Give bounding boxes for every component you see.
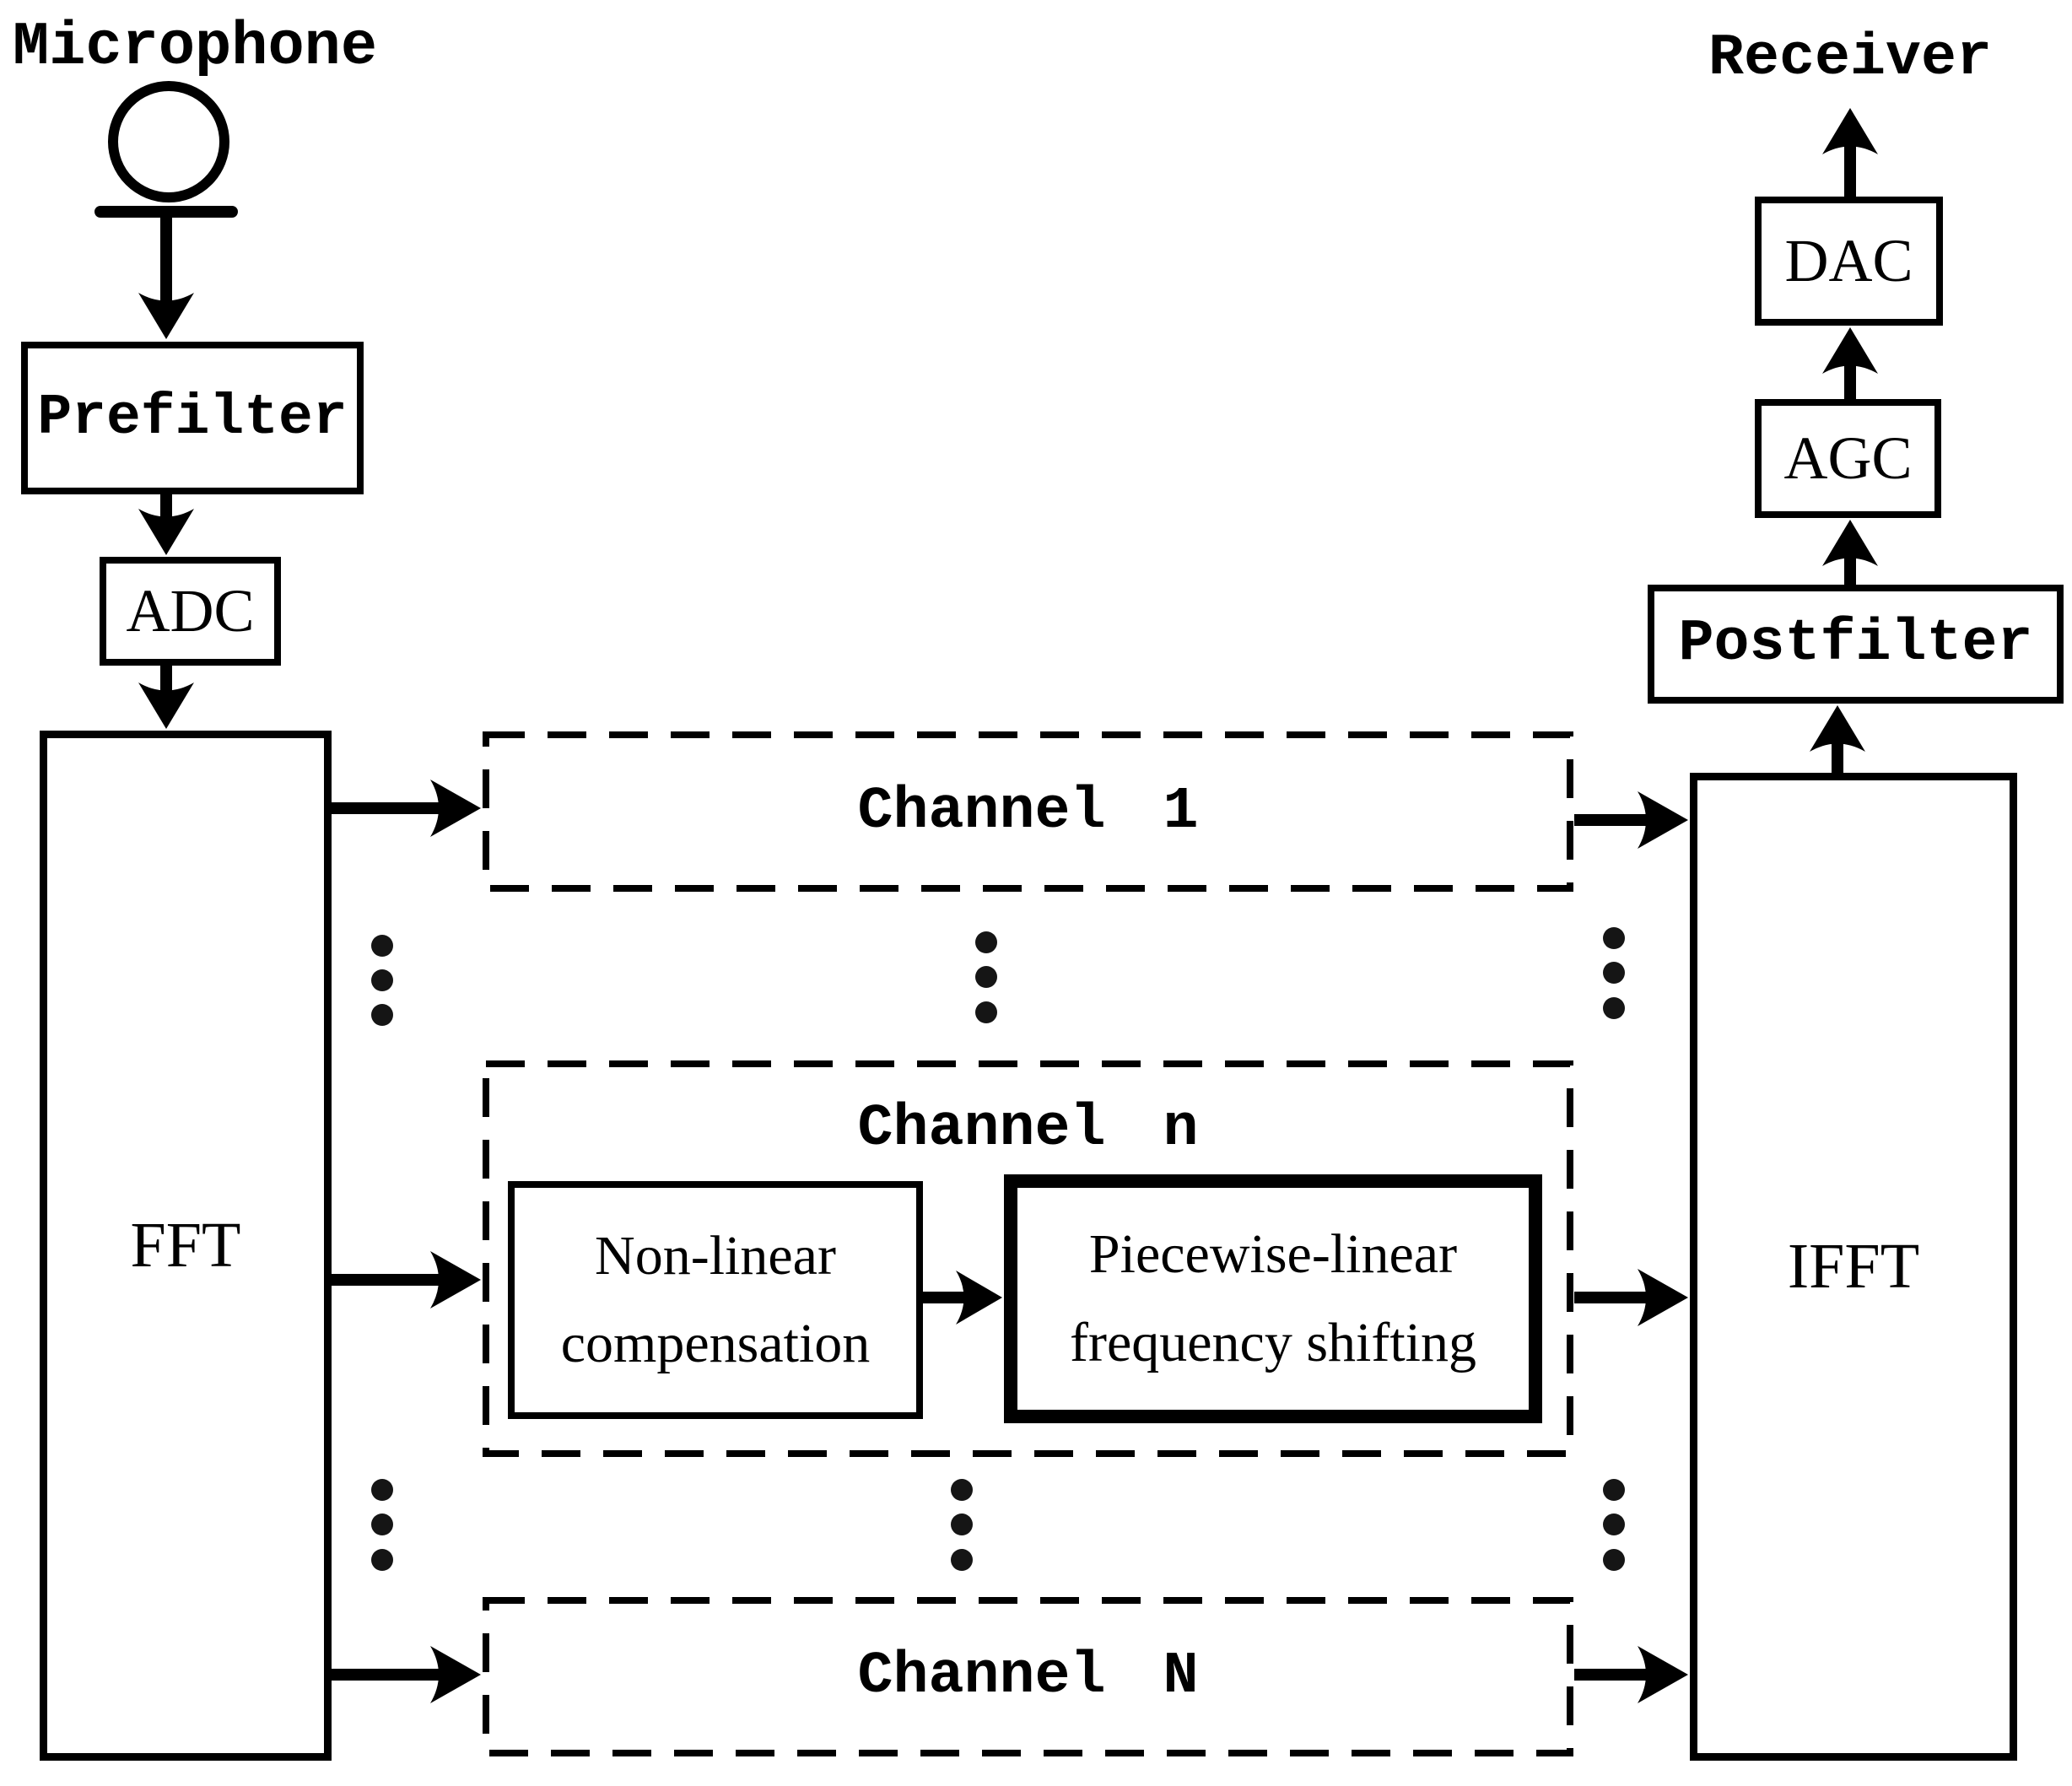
channel-1-label: Channel 1 [857,778,1199,845]
arrow-agc-to-dac [1822,327,1878,400]
microphone-base-icon [94,206,238,218]
adc-box: ADC [100,557,281,666]
piecewise-frequency-shifting-label: Piecewise-linear frequency shifting [1069,1223,1476,1373]
arrow-fft-to-channel-N [332,1646,481,1703]
arrow-channel-1-to-ifft [1574,791,1688,849]
arrow-microphone-to-prefilter [138,216,194,339]
arrow-nonlinear-to-piecewise [923,1271,1002,1325]
ellipsis-dots-left-upper [371,935,393,1026]
dac-box: DAC [1755,197,1943,326]
arrow-channel-n-to-ifft [1574,1269,1688,1326]
piecewise-frequency-shifting-box: Piecewise-linear frequency shifting [1004,1174,1542,1423]
ellipsis-dots-middle-lower [951,1479,973,1571]
arrow-fft-to-channel-n [332,1251,481,1308]
arrow-channel-N-to-ifft [1574,1646,1688,1703]
arrow-postfilter-to-agc [1822,520,1878,585]
agc-box: AGC [1755,399,1941,518]
microphone-label: Microphone [13,13,378,82]
ifft-box: IFFT [1690,773,2017,1761]
arrow-dac-to-receiver [1822,108,1878,197]
ellipsis-dots-left-lower [371,1479,393,1571]
fft-box-label: FFT [130,1210,241,1281]
postfilter-box-label: Postfilter [1678,611,2033,677]
ellipsis-dots-right-lower [1603,1479,1625,1571]
ellipsis-dots-right-upper [1603,927,1625,1019]
prefilter-box: Prefilter [21,342,364,494]
channel-n-label: Channel n [857,1095,1199,1163]
dac-box-label: DAC [1784,227,1913,294]
adc-box-label: ADC [126,577,255,645]
nonlinear-compensation-box: Non-linear compensation [508,1181,923,1419]
nonlinear-compensation-label: Non-linear compensation [560,1224,871,1374]
fft-box: FFT [40,731,332,1761]
receiver-label: Receiver [1708,25,1993,92]
channel-N-label: Channel N [857,1643,1199,1710]
ellipsis-dots-middle-upper [975,931,997,1023]
prefilter-box-label: Prefilter [37,386,348,451]
arrow-ifft-to-postfilter [1810,705,1865,774]
arrow-adc-to-fft [138,666,194,729]
arrow-fft-to-channel-1 [332,780,481,837]
arrow-prefilter-to-adc [138,494,194,555]
postfilter-box: Postfilter [1648,585,2064,704]
ifft-box-label: IFFT [1787,1231,1920,1302]
agc-box-label: AGC [1783,424,1913,492]
microphone-icon [108,81,229,202]
